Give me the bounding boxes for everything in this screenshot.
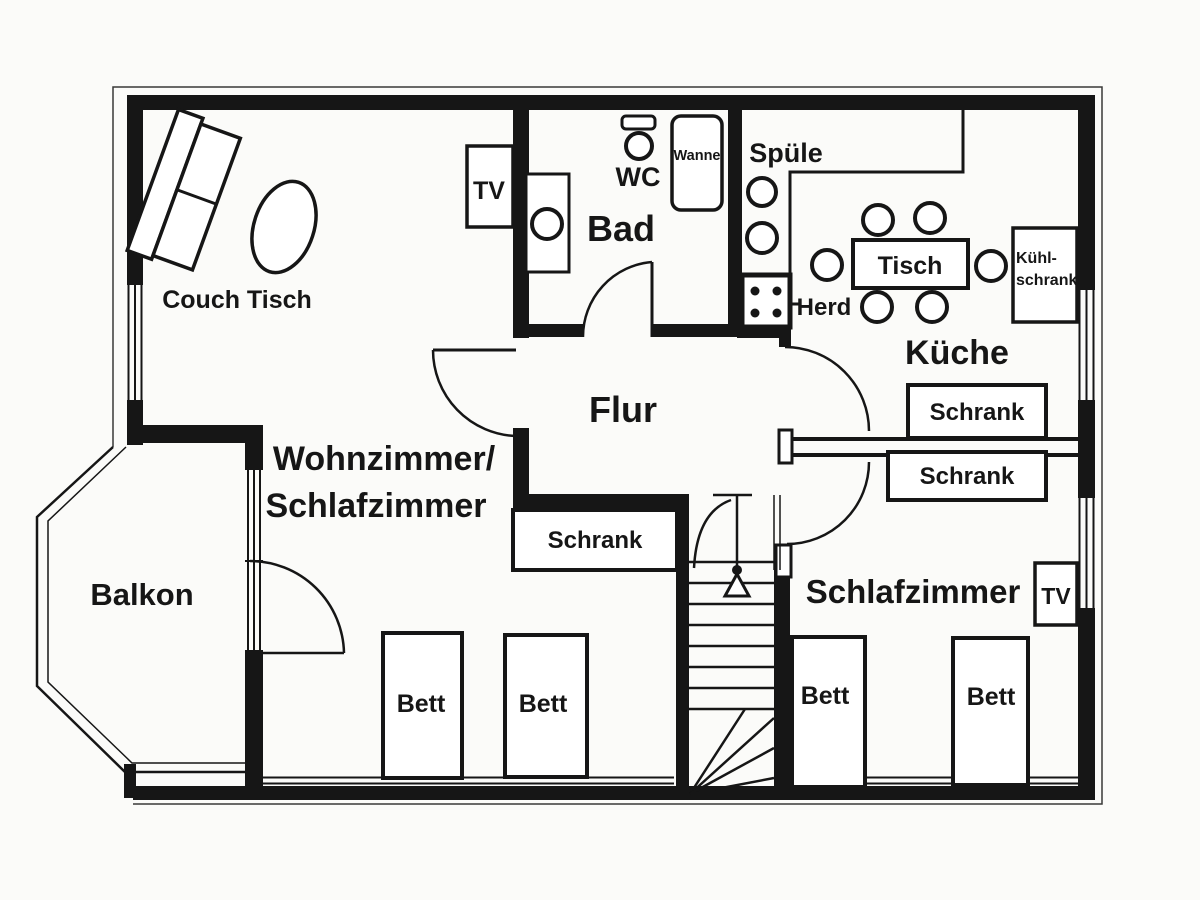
wall-stairs-west	[676, 500, 689, 798]
sink-label: Spüle	[749, 138, 823, 168]
door-living	[431, 348, 517, 438]
balcony-outline	[35, 446, 245, 774]
window-kitchen-east	[1078, 290, 1095, 400]
stairs	[688, 493, 775, 796]
tv-bedroom-box	[1033, 561, 1079, 627]
dining-table-icon	[851, 238, 970, 290]
wall-bottom	[133, 786, 1095, 800]
bathtub-label: Wanne	[674, 148, 721, 164]
chair-icon	[915, 290, 949, 324]
fridge-icon	[1011, 226, 1079, 324]
wall-right	[1078, 95, 1095, 290]
room-label-kitchen: Küche	[905, 334, 1009, 372]
wall-balcony-corner	[124, 764, 136, 798]
wardrobe-hall-label: Schrank	[548, 527, 643, 554]
bed-label: Bett	[397, 690, 446, 718]
wardrobe-bedroom-box	[886, 450, 1048, 502]
door-bath	[581, 260, 654, 338]
window-living-west	[127, 285, 143, 400]
wall-hall-west	[513, 428, 529, 508]
sink-basin-icon	[745, 221, 779, 255]
wall-living-south	[127, 425, 263, 443]
door-bedroom	[786, 461, 871, 546]
wall-balcony-door	[245, 425, 263, 470]
couch-table-label: Couch Tisch	[162, 286, 312, 314]
wall-top	[127, 95, 1095, 110]
bed-label: Bett	[967, 683, 1016, 711]
fridge-label: Kühl-	[1016, 250, 1057, 267]
chair-icon	[974, 249, 1008, 283]
bathtub-icon	[670, 114, 724, 212]
bed-box	[381, 631, 464, 780]
dining-table-label: Tisch	[878, 252, 943, 280]
kitchen-counter	[788, 110, 965, 275]
door-kitchen	[784, 345, 871, 432]
toilet-bowl-icon	[624, 131, 654, 161]
tv-living-label: TV	[473, 177, 505, 205]
wardrobe-kitchen-label: Schrank	[930, 399, 1025, 426]
wall-balcony-door	[245, 650, 263, 790]
fridge-label: schrank	[1016, 272, 1077, 289]
wall-bath-south	[513, 324, 583, 337]
room-label-living: Wohnzimmer/	[273, 440, 496, 478]
door-balcony	[249, 559, 346, 655]
wardrobe-kitchen-box	[906, 383, 1048, 440]
wall-end-cap	[774, 543, 793, 579]
wall-right	[1078, 400, 1095, 498]
bed-box	[951, 636, 1030, 787]
wall-kitchen-door-jamb	[779, 327, 791, 347]
stair-treads	[689, 560, 774, 711]
toilet-cistern-icon	[620, 114, 657, 131]
bed-label: Bett	[801, 682, 850, 710]
sink-basin-icon	[746, 176, 778, 208]
room-label-bedroom: Schlafzimmer	[806, 573, 1021, 610]
wall-bath-south	[652, 324, 738, 337]
doors	[249, 260, 871, 655]
wall-bath-west	[513, 95, 529, 338]
dining-set	[810, 201, 1008, 324]
tv-bedroom-label: TV	[1041, 583, 1071, 609]
wall-right	[1078, 608, 1095, 800]
bed-box	[790, 635, 867, 789]
chair-icon	[913, 201, 947, 235]
walls	[124, 95, 1095, 800]
stove-icon	[739, 272, 800, 330]
chair-icon	[810, 248, 844, 282]
wall-bedroom-west	[774, 548, 790, 798]
bed-label: Bett	[519, 690, 568, 718]
window-bedroom-east	[1078, 498, 1095, 608]
wall-end-cap	[777, 428, 794, 465]
coffee-table-icon	[250, 179, 318, 275]
chair-icon	[861, 203, 895, 237]
chair-icon	[860, 290, 894, 324]
sofa-icon	[124, 107, 243, 273]
stove-label: Herd	[797, 294, 852, 321]
wardrobe-hall-box	[511, 508, 679, 572]
wall-bath-kitchen	[728, 95, 742, 337]
door-stairs-curve	[692, 498, 732, 569]
bath-sink-basin-icon	[530, 207, 564, 241]
room-label-bath: Bad	[587, 208, 655, 249]
room-label-balcony: Balkon	[90, 577, 193, 612]
plan-outer-outline	[112, 86, 1103, 805]
room-label-hall: Flur	[589, 389, 657, 430]
tv-living-box	[465, 144, 515, 229]
wardrobe-bedroom-label: Schrank	[920, 463, 1015, 490]
wall-hall-south	[513, 494, 689, 508]
stairs-direction-arrow	[713, 493, 752, 598]
bed-box	[503, 633, 589, 779]
wc-label: WC	[616, 162, 661, 192]
room-label-living: Schlafzimmer	[265, 487, 486, 525]
stair-winders	[688, 708, 775, 796]
